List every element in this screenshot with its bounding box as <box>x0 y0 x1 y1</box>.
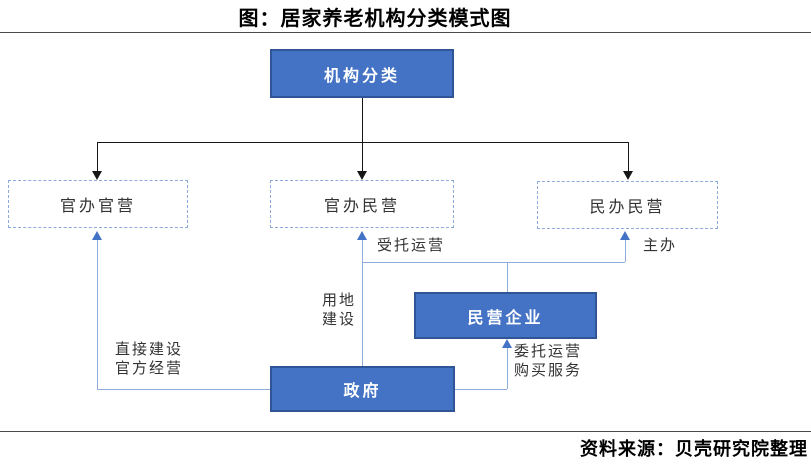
edge-government-to-cat1-vertical <box>97 240 98 389</box>
edge-label-direct-build-official-operate: 直接建设 官方经营 <box>115 340 183 378</box>
node-gov-run-gov-operated: 官办官营 <box>8 180 188 228</box>
top-divider <box>0 32 811 33</box>
edge-enterprise-top-stem <box>507 262 508 292</box>
arrowhead-up-icon <box>357 231 367 240</box>
edge-label-line: 用地 <box>322 292 357 309</box>
edge-government-to-enterprise-vertical <box>507 348 508 389</box>
node-label: 民办民营 <box>589 199 666 216</box>
node-private-run-private-operated: 民办民营 <box>537 181 718 229</box>
edge-label-host: 主办 <box>643 237 678 254</box>
edge-label-line: 委托运营 <box>514 343 583 360</box>
node-label: 政府 <box>343 383 382 400</box>
edge-government-to-cat2-vertical <box>362 240 363 366</box>
edge-enterprise-to-cat3-stem <box>625 240 626 262</box>
edge-label-line: 直接建设 <box>115 341 184 358</box>
arrowhead-down-icon <box>623 171 633 180</box>
diagram-title: 图：居家养老机构分类模式图 <box>238 8 512 30</box>
edge-label-line: 购买服务 <box>514 362 583 379</box>
edge-label-line: 建设 <box>322 311 357 328</box>
edge-government-to-enterprise-horizontal <box>455 389 507 390</box>
edge-label-land-construction: 用地 建设 <box>322 291 356 329</box>
edge-label-line: 官方经营 <box>115 360 184 377</box>
node-gov-run-private-operated: 官办民营 <box>270 180 454 228</box>
connector-root-vertical <box>362 98 363 142</box>
edge-enterprise-junction-horizontal <box>362 262 625 263</box>
edge-label-entrusted-operation: 受托运营 <box>377 237 446 254</box>
connector-right-stem <box>628 142 629 172</box>
connector-middle-stem <box>362 142 363 172</box>
node-institution-classification: 机构分类 <box>270 49 454 98</box>
bottom-divider <box>0 431 811 432</box>
node-private-enterprise: 民营企业 <box>414 292 597 339</box>
node-label: 机构分类 <box>323 67 400 85</box>
node-government: 政府 <box>270 366 455 412</box>
arrowhead-down-icon <box>92 171 102 180</box>
arrowhead-up-icon <box>92 231 102 240</box>
connector-left-stem <box>97 142 98 172</box>
node-label: 官办民营 <box>323 198 400 215</box>
arrowhead-up-icon <box>502 339 512 348</box>
node-label: 民营企业 <box>467 309 544 327</box>
arrowhead-down-icon <box>357 171 367 180</box>
edge-label-commission-operate-buy-service: 委托运营 购买服务 <box>514 342 582 380</box>
edge-government-to-cat1-horizontal <box>97 389 270 390</box>
source-note: 资料来源：贝壳研究院整理 <box>580 439 808 459</box>
arrowhead-up-icon <box>620 231 630 240</box>
node-label: 官办官营 <box>59 198 136 215</box>
connector-branch-horizontal <box>97 142 629 143</box>
